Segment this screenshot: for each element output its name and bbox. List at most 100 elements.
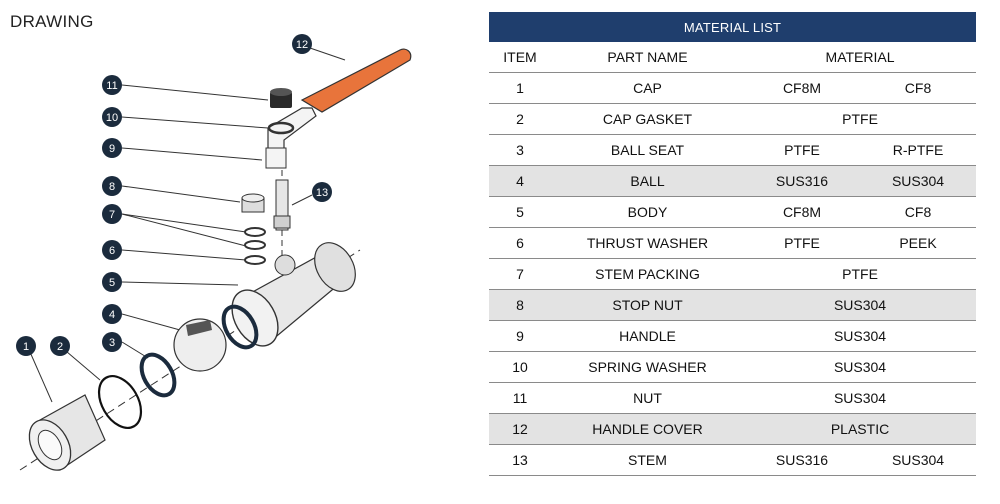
material-list-title: MATERIAL LIST [489,12,977,42]
header-part-name: PART NAME [551,42,744,73]
ball-seat-part [139,352,177,398]
material-cf8m-cell: PTFE [744,227,860,259]
svg-text:4: 4 [109,309,115,321]
material-cell: PTFE [744,258,977,290]
callout-12: 12 [292,34,312,54]
body-part [231,242,356,347]
svg-text:11: 11 [106,80,117,92]
part-name-cell: HANDLE [551,320,744,352]
part-name-cell: STOP NUT [551,289,744,321]
svg-text:2: 2 [57,341,63,353]
material-cf8-cell: R-PTFE [860,134,977,166]
material-cell: SUS304 [744,320,977,352]
stop-nut-part [241,193,265,213]
material-cf8-cell: PEEK [860,227,977,259]
part-name-cell: NUT [551,382,744,414]
item-number-cell: 8 [489,289,551,321]
material-cf8-cell: CF8 [860,196,977,228]
cap-gasket-part [97,375,143,429]
item-number-cell: 11 [489,382,551,414]
callout-8: 8 [102,176,122,196]
material-cf8-cell: SUS304 [860,165,977,197]
callout-4: 4 [102,304,122,324]
item-number-cell: 5 [489,196,551,228]
svg-text:13: 13 [316,187,328,199]
callouts: 12 11 10 9 8 7 6 5 4 3 2 1 13 [16,34,332,356]
material-cf8m-cell: PTFE [744,134,860,166]
callout-5: 5 [102,272,122,292]
stem-packing-part-2 [244,240,266,250]
svg-text:12: 12 [296,39,308,51]
svg-text:5: 5 [109,277,115,289]
callout-2: 2 [50,336,70,356]
drawing-title: DRAWING [10,12,94,31]
svg-text:10: 10 [106,112,118,124]
header-item: ITEM [489,42,551,73]
svg-text:9: 9 [109,143,115,155]
material-cf8-cell: CF8 [860,72,977,104]
svg-text:7: 7 [109,209,115,221]
leader-lines [29,47,346,403]
callout-11: 11 [102,75,122,95]
stem-packing-part [244,227,266,237]
part-name-cell: CAP GASKET [551,103,744,135]
part-name-cell: BALL SEAT [551,134,744,166]
handle-cover [300,48,412,113]
item-number-cell: 6 [489,227,551,259]
cap-part [28,394,106,471]
ball-seat-part-2 [221,304,259,350]
header-material: MATERIAL [744,42,977,73]
material-cell: SUS304 [744,289,977,321]
callout-3: 3 [102,332,122,352]
callout-10: 10 [102,107,122,127]
part-name-cell: THRUST WASHER [551,227,744,259]
svg-text:1: 1 [23,341,29,353]
svg-text:8: 8 [109,181,115,193]
material-cell: SUS304 [744,382,977,414]
part-name-cell: HANDLE COVER [551,413,744,445]
svg-text:6: 6 [109,245,115,257]
item-number-cell: 9 [489,320,551,352]
material-cf8m-cell: SUS316 [744,444,860,476]
part-name-cell: BODY [551,196,744,228]
exploded-valve-drawing: 12 11 10 9 8 7 6 5 4 3 2 1 13 [16,34,412,471]
handle [265,48,412,169]
part-name-cell: BALL [551,165,744,197]
item-number-cell: 12 [489,413,551,445]
callout-9: 9 [102,138,122,158]
thrust-washer-part [244,255,266,265]
item-number-cell: 7 [489,258,551,290]
item-number-cell: 13 [489,444,551,476]
material-cell: SUS304 [744,351,977,383]
part-name-cell: SPRING WASHER [551,351,744,383]
material-cell: PTFE [744,103,977,135]
callout-7: 7 [102,204,122,224]
callout-1: 1 [16,336,36,356]
callout-13: 13 [312,182,332,202]
part-name-cell: CAP [551,72,744,104]
item-number-cell: 2 [489,103,551,135]
spring-washer-part [267,121,295,135]
item-number-cell: 1 [489,72,551,104]
material-cf8m-cell: SUS316 [744,165,860,197]
material-cf8m-cell: CF8M [744,196,860,228]
material-cf8m-cell: CF8M [744,72,860,104]
part-name-cell: STEM [551,444,744,476]
item-number-cell: 10 [489,351,551,383]
material-cell: PLASTIC [744,413,977,445]
item-number-cell: 3 [489,134,551,166]
material-cf8-cell: SUS304 [860,444,977,476]
